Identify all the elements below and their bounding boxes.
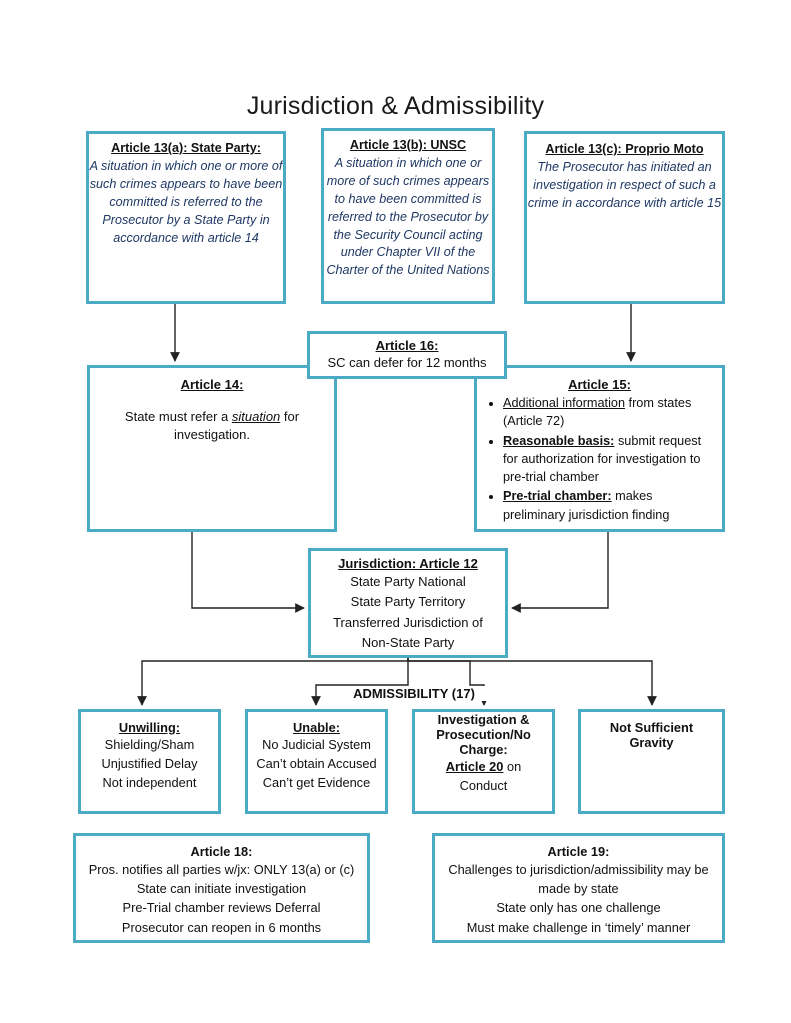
bullet-lead: Reasonable basis: [503,433,615,448]
article-18-line: Pre-Trial chamber reviews Deferral [122,900,321,916]
box-article-15-heading: Article 15: [568,377,631,392]
box-unable[interactable]: Unable: No Judicial System Can’t obtain … [245,709,388,814]
article-20-link[interactable]: Article 20 [445,759,504,774]
box-article-13c[interactable]: Article 13(c): Proprio Moto The Prosecut… [524,131,725,304]
bullet-lead: Pre-trial chamber: [503,489,612,504]
box-article-13a-heading: Article 13(a): State Party: [111,141,261,155]
unwilling-line: Not independent [102,775,197,791]
box-article-13c-heading: Article 13(c): Proprio Moto [545,142,704,156]
admissibility-label: ADMISSIBILITY (17) [332,686,496,701]
bullet-lead: Additional information [503,396,626,410]
box-article-19-heading: Article 19: [547,844,610,859]
jurisdiction-line: State Party Territory [350,594,466,610]
article-14-body-emphasis: situation [231,409,281,424]
box-investigation-heading-line3: Charge: [459,742,508,757]
list-item: Additional information from states (Arti… [503,394,718,431]
bullet-rest: from states (Article 72) [503,396,692,429]
article-14-body-after: for investigation. [174,409,300,443]
list-item: Reasonable basis: submit request for aut… [503,432,718,487]
box-jurisdiction-article-12[interactable]: Jurisdiction: Article 12 State Party Nat… [308,548,508,658]
article-15-bullet-list: Additional information from states (Arti… [477,394,722,524]
bullet-rest: submit request for authorization for inv… [503,433,702,485]
article-18-line: State can initiate investigation [136,881,307,897]
unwilling-line: Unjustified Delay [101,756,198,772]
article-19-line: made by state [538,881,619,897]
box-article-19[interactable]: Article 19: Challenges to jurisdiction/a… [432,833,725,943]
article-19-line: Must make challenge in ‘timely’ manner [466,919,691,935]
box-unwilling-heading: Unwilling: [118,720,181,735]
unwilling-line: Shielding/Sham [104,737,195,752]
box-article-13a[interactable]: Article 13(a): State Party: A situation … [86,131,286,304]
article-18-line: Prosecutor can reopen in 6 months [121,919,322,935]
box-unable-heading: Unable: [293,720,340,735]
box-not-sufficient-gravity[interactable]: Not Sufficient Gravity [578,709,725,814]
connector-14-to-12 [191,532,305,613]
page-title: Jurisdiction & Admissibility [246,92,545,120]
box-article-14-body: State must refer a situation for investi… [90,408,334,445]
unable-line: Can’t obtain Accused [256,756,377,772]
investigation-article-line: Article 20 on [415,758,552,776]
box-article-14[interactable]: Article 14: State must refer a situation… [87,365,337,532]
list-item: Pre-trial chamber: makes preliminary jur… [503,487,718,524]
box-article-13b[interactable]: Article 13(b): UNSC A situation in which… [321,128,495,304]
box-investigation-prosecution[interactable]: Investigation & Prosecution/No Charge: A… [412,709,555,814]
box-article-16-body: SC can defer for 12 months [327,355,487,370]
box-article-16-heading: Article 16: [375,338,439,353]
article-19-line: Challenges to jurisdiction/admissibility… [448,862,709,877]
box-investigation-heading-line2: Prosecution/No [436,727,531,742]
article-14-body-before: State must refer a [124,409,232,424]
article-18-line: Pros. notifies all parties w/jx: ONLY 13… [88,862,355,877]
bullet-rest: makes preliminary jurisdiction finding [503,489,670,522]
connector-15-to-12 [511,532,609,613]
article-19-line: State only has one challenge [496,900,661,916]
unable-line: No Judicial System [262,737,371,752]
jurisdiction-line: Transferred Jurisdiction of [333,614,483,630]
jurisdiction-line: Non-State Party [361,635,455,651]
box-article-15[interactable]: Article 15: Additional information from … [474,365,725,532]
unable-line: Can’t get Evidence [262,775,371,791]
box-article-18-heading: Article 18: [190,844,253,859]
box-article-13b-heading: Article 13(b): UNSC [349,138,467,152]
box-investigation-heading-line1: Investigation & [437,712,530,727]
box-gravity-heading-line2: Gravity [629,735,674,750]
box-article-13c-body: The Prosecutor has initiated an investig… [527,160,722,210]
investigation-line: Conduct [459,778,508,794]
box-jurisdiction-heading: Jurisdiction: Article 12 [338,556,478,571]
article-20-rest: on [503,759,522,774]
box-article-13a-body: A situation in which one or more of such… [89,159,283,245]
box-unwilling[interactable]: Unwilling: Shielding/Sham Unjustified De… [78,709,221,814]
box-article-18[interactable]: Article 18: Pros. notifies all parties w… [73,833,370,943]
box-article-13b-body: A situation in which one or more of such… [326,156,490,278]
box-gravity-heading-line1: Not Sufficient [609,720,694,735]
jurisdiction-line: State Party National [350,574,466,589]
box-article-16[interactable]: Article 16: SC can defer for 12 months [307,331,507,379]
box-article-14-heading: Article 14: [180,377,244,392]
